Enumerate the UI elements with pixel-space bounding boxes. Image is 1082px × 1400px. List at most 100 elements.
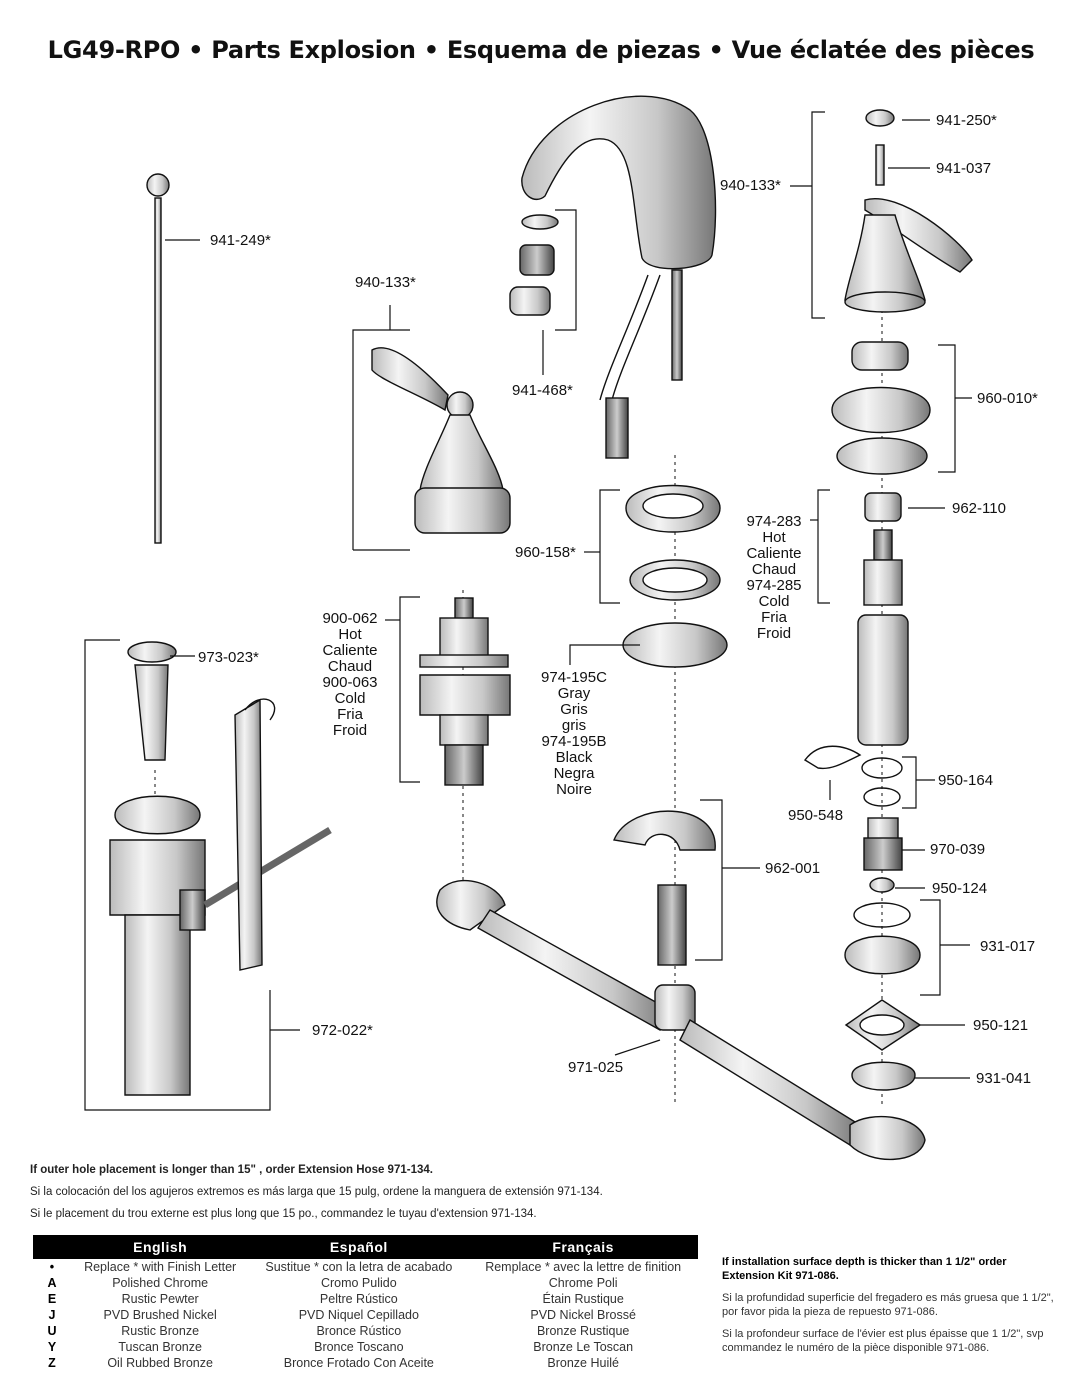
label-gray: Gray — [557, 685, 591, 702]
page-title: LG49-RPO • Parts Explosion • Esquema de … — [47, 36, 1035, 64]
finish-fr: Remplace * avec la lettre de finition — [485, 1259, 682, 1274]
finish-code: A — [47, 1275, 57, 1290]
right-cartridge — [803, 492, 922, 1091]
table-row: Y Tuscan Bronze Bronce Toscano Bronze Le… — [33, 1339, 698, 1355]
label-972-022: 972-022* — [312, 1022, 373, 1039]
label-974-283: 974-283 — [746, 513, 802, 530]
label-caliente: Caliente — [322, 642, 378, 659]
finish-table: English Español Français • Replace * wit… — [33, 1235, 698, 1371]
note-french: Si le placement du trou externe est plus… — [30, 1208, 537, 1220]
label-941-249: 941-249* — [210, 232, 271, 249]
label-962-110: 962-110 — [952, 500, 1006, 517]
left-valve — [419, 597, 511, 786]
label-900-062-group: 900-062 Hot Caliente Chaud 900-063 Cold … — [318, 611, 382, 739]
ext-english: If installation surface depth is thicker… — [722, 1256, 1007, 1282]
label-931-041: 931-041 — [976, 1070, 1032, 1087]
header-english: English — [71, 1235, 250, 1259]
label-950-548: 950-548 — [788, 807, 844, 824]
label-noire: Noire — [556, 781, 592, 798]
finish-fr: Chrome Poli — [548, 1275, 618, 1290]
finish-en: Replace * with Finish Letter — [84, 1259, 237, 1274]
ext-spanish: Si la profundidad superficie del fregade… — [722, 1292, 1054, 1318]
mounting-plate — [613, 810, 716, 966]
label-960-158: 960-158* — [515, 544, 576, 561]
note-spanish: Si la colocación del los agujeros extrem… — [30, 1186, 603, 1198]
label-hot: Hot — [762, 529, 786, 546]
label-cold: Cold — [334, 690, 366, 707]
tee-hose — [436, 879, 926, 1161]
spout — [521, 95, 717, 459]
label-hot: Hot — [338, 626, 362, 643]
left-handle — [371, 347, 511, 534]
label-chaud: Chaud — [751, 561, 797, 578]
label-900-063: 900-063 — [322, 674, 378, 691]
label-941-250: 941-250* — [936, 112, 997, 129]
finish-fr: Bronze Huilé — [547, 1355, 619, 1370]
finish-fr: PVD Nickel Brossé — [530, 1307, 636, 1322]
table-row: Z Oil Rubbed Bronze Bronce Frotado Con A… — [33, 1355, 698, 1371]
header-francais: Français — [468, 1235, 698, 1259]
finish-es: PVD Niquel Cepillado — [298, 1307, 419, 1322]
ext-french: Si la profondeur surface de l'évier est … — [722, 1328, 1044, 1354]
table-row: U Rustic Bronze Bronce Rústico Bronze Ru… — [33, 1323, 698, 1339]
label-950-121: 950-121 — [973, 1017, 1029, 1034]
label-971-025: 971-025 — [568, 1059, 624, 1076]
drain-assembly — [109, 641, 332, 1096]
finish-en: Tuscan Bronze — [118, 1339, 202, 1354]
finish-en: PVD Brushed Nickel — [103, 1307, 217, 1322]
aerator-parts — [509, 214, 559, 316]
label-962-001: 962-001 — [765, 860, 821, 877]
note-english: If outer hole placement is longer than 1… — [30, 1164, 433, 1176]
label-941-037: 941-037 — [936, 160, 992, 177]
center-dashed-axes — [154, 310, 883, 1105]
label-940-133-right: 940-133* — [720, 177, 781, 194]
extension-hose-notes: If outer hole placement is longer than 1… — [30, 1164, 603, 1230]
popup-rod — [146, 173, 170, 544]
finish-es: Sustitue * con la letra de acabado — [265, 1259, 453, 1274]
right-handle — [844, 109, 973, 313]
finish-code: Y — [47, 1339, 57, 1354]
finish-en: Rustic Bronze — [121, 1323, 200, 1338]
finish-es: Bronce Rústico — [316, 1323, 402, 1338]
finish-fr: Bronze Le Toscan — [533, 1339, 634, 1354]
label-973-023: 973-023* — [198, 649, 259, 666]
label-caliente: Caliente — [746, 545, 802, 562]
label-negra: Negra — [553, 765, 595, 782]
label-941-468: 941-468* — [512, 382, 573, 399]
label-974-195b: 974-195B — [541, 733, 607, 750]
label-974-195-group: 974-195C Gray Gris gris 974-195B Black N… — [536, 670, 612, 798]
label-fria: Fria — [337, 706, 363, 723]
finish-es: Bronce Toscano — [314, 1339, 404, 1354]
finish-table-header: English Español Français — [33, 1235, 698, 1259]
label-900-062: 900-062 — [322, 610, 378, 627]
label-950-124: 950-124 — [932, 880, 988, 897]
finish-code: J — [48, 1307, 56, 1322]
leader-lines — [84, 111, 972, 1111]
table-row: E Rustic Pewter Peltre Rústico Étain Rus… — [33, 1291, 698, 1307]
finish-code: E — [47, 1291, 57, 1306]
label-froid: Froid — [756, 625, 792, 642]
label-974-195c: 974-195C — [541, 669, 607, 686]
label-974-285: 974-285 — [746, 577, 802, 594]
label-gris: Gris — [560, 701, 588, 718]
label-chaud: Chaud — [327, 658, 373, 675]
escutcheon-center — [622, 484, 728, 668]
label-970-039: 970-039 — [930, 841, 986, 858]
finish-fr: Étain Rustique — [542, 1291, 624, 1306]
label-950-164: 950-164 — [938, 772, 994, 789]
table-row: • Replace * with Finish Letter Sustitue … — [33, 1259, 698, 1275]
finish-en: Rustic Pewter — [121, 1291, 199, 1306]
finish-fr: Bronze Rustique — [536, 1323, 630, 1338]
table-row: J PVD Brushed Nickel PVD Niquel Cepillad… — [33, 1307, 698, 1323]
right-escutcheon — [831, 341, 931, 475]
finish-en: Oil Rubbed Bronze — [107, 1355, 213, 1370]
finish-code: • — [49, 1259, 55, 1274]
finish-en: Polished Chrome — [112, 1275, 209, 1290]
table-row: A Polished Chrome Cromo Pulido Chrome Po… — [33, 1275, 698, 1291]
label-froid: Froid — [332, 722, 368, 739]
finish-code: Z — [48, 1355, 56, 1370]
finish-es: Cromo Pulido — [320, 1275, 397, 1290]
label-gris-fr: gris — [561, 717, 587, 734]
label-black: Black — [555, 749, 593, 766]
extension-kit-notes: If installation surface depth is thicker… — [722, 1255, 1062, 1363]
